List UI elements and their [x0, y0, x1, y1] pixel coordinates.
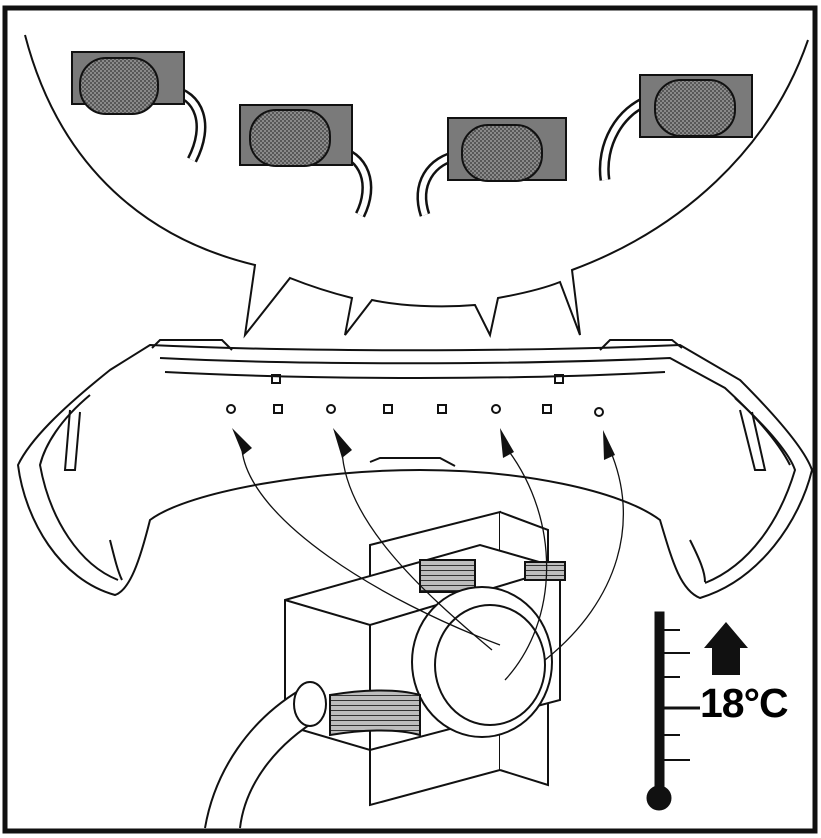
arrow-head-icon: [232, 428, 615, 460]
arrow-up-icon: [704, 622, 748, 675]
parking-sensor-icon: [71, 51, 207, 163]
callout-bubble: [24, 34, 809, 339]
guide-arrows: [241, 449, 624, 681]
temperature-label: 18°C: [700, 680, 789, 726]
parking-sensor-icon: [239, 104, 373, 218]
parking-sensor-icon: [598, 74, 753, 181]
bumper-icon: [16, 339, 814, 600]
thermometer-icon: [646, 611, 700, 811]
parking-sensor-icon: [416, 117, 567, 217]
sensor-holder-icon: [204, 510, 566, 829]
